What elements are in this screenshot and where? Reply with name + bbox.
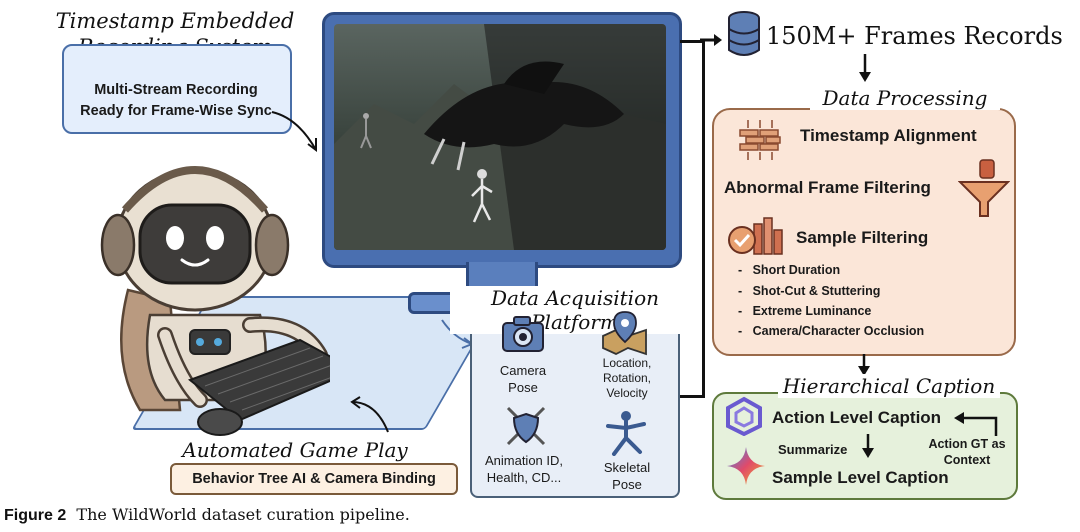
location-label: Location, Rotation, Velocity bbox=[584, 356, 670, 401]
data-processing-title: Data Processing bbox=[810, 86, 1000, 110]
arrow-down-2 bbox=[858, 354, 870, 376]
sample-filter-icon bbox=[728, 217, 783, 255]
qwen-logo-icon bbox=[726, 396, 762, 436]
arrow-to-frames bbox=[700, 34, 722, 46]
hierarchical-caption-box bbox=[712, 392, 1018, 500]
recording-system-subtitle: Multi-Stream Recording Ready for Frame-W… bbox=[66, 80, 286, 122]
recording-sub-line1: Multi-Stream Recording bbox=[94, 82, 258, 98]
filter-bullet-1-text: Short Duration bbox=[752, 263, 841, 277]
animation-label: Animation ID, Health, CD... bbox=[476, 452, 572, 486]
filter-bullet-3: - Extreme Luminance bbox=[738, 304, 872, 318]
robot-illustration bbox=[100, 166, 330, 436]
action-gt-context-label: Action GT as Context bbox=[924, 436, 1010, 468]
context-arrow bbox=[954, 412, 998, 436]
figure-label: Figure 2 bbox=[4, 507, 67, 524]
location-line1: Location, bbox=[602, 356, 652, 370]
arrow-to-keyboard bbox=[350, 396, 389, 433]
abnormal-frame-filtering-label: Abnormal Frame Filtering bbox=[724, 178, 931, 197]
skeletal-pose-line2: Pose bbox=[612, 477, 642, 492]
action-level-caption-label: Action Level Caption bbox=[772, 408, 942, 427]
pipeline-bracket bbox=[680, 40, 705, 398]
shield-swords-icon bbox=[506, 406, 546, 446]
camera-pose-line1: Camera bbox=[499, 363, 547, 378]
figure-caption-text: The WildWorld dataset curation pipeline. bbox=[76, 505, 410, 524]
recording-system-box bbox=[62, 44, 292, 134]
game-screen bbox=[334, 24, 666, 250]
frames-records-label: 150M+ Frames Records bbox=[766, 22, 1063, 50]
camera-pose-line2: Pose bbox=[508, 380, 538, 395]
timestamp-alignment-label: Timestamp Alignment bbox=[800, 126, 977, 145]
gameplay-system-subtitle: Behavior Tree AI & Camera Binding bbox=[170, 463, 458, 495]
acquisition-platform-title: Data Acquisition Platform bbox=[450, 286, 700, 334]
recording-title-line1: Timestamp Embedded bbox=[55, 9, 295, 33]
filter-bullet-4-text: Camera/Character Occlusion bbox=[752, 324, 925, 338]
filter-bullet-2: - Shot-Cut & Stuttering bbox=[738, 284, 881, 298]
arrow-down-1 bbox=[859, 54, 871, 82]
database-icon bbox=[728, 11, 760, 56]
animation-line2: Health, CD... bbox=[486, 470, 562, 485]
map-pin-icon bbox=[602, 311, 647, 356]
summarize-arrow bbox=[862, 434, 874, 458]
summarize-label: Summarize bbox=[778, 442, 848, 457]
filter-bullet-1: - Short Duration bbox=[738, 263, 841, 277]
recording-sub-line2: Ready for Frame-Wise Sync bbox=[80, 103, 272, 119]
gemini-sparkle-icon bbox=[727, 447, 765, 485]
skeletal-pose-label: Skeletal Pose bbox=[584, 459, 670, 493]
filter-bullet-4: - Camera/Character Occlusion bbox=[738, 324, 925, 338]
location-line3: Velocity bbox=[606, 386, 648, 400]
sample-filtering-label: Sample Filtering bbox=[796, 228, 929, 247]
camera-icon bbox=[502, 316, 544, 352]
animation-line1: Animation ID, bbox=[484, 453, 564, 468]
camera-pose-label: Camera Pose bbox=[480, 362, 566, 396]
action-gt-line1: Action GT as bbox=[928, 437, 1006, 451]
funnel-icon bbox=[958, 159, 1010, 217]
figure-caption: Figure 2 The WildWorld dataset curation … bbox=[4, 505, 410, 525]
location-line2: Rotation, bbox=[602, 371, 652, 385]
arrow-to-monitor bbox=[271, 111, 317, 152]
skeletal-pose-line1: Skeletal bbox=[603, 460, 651, 475]
game-scene-image bbox=[334, 24, 666, 250]
filter-bullet-3-text: Extreme Luminance bbox=[752, 304, 872, 318]
filter-bullet-2-text: Shot-Cut & Stuttering bbox=[752, 284, 881, 298]
hierarchical-caption-title: Hierarchical Caption bbox=[778, 374, 1000, 398]
pose-figure-icon bbox=[606, 411, 646, 456]
sample-level-caption-label: Sample Level Caption bbox=[772, 468, 949, 487]
action-gt-line2: Context bbox=[943, 453, 991, 467]
timestamp-align-icon bbox=[739, 120, 781, 160]
